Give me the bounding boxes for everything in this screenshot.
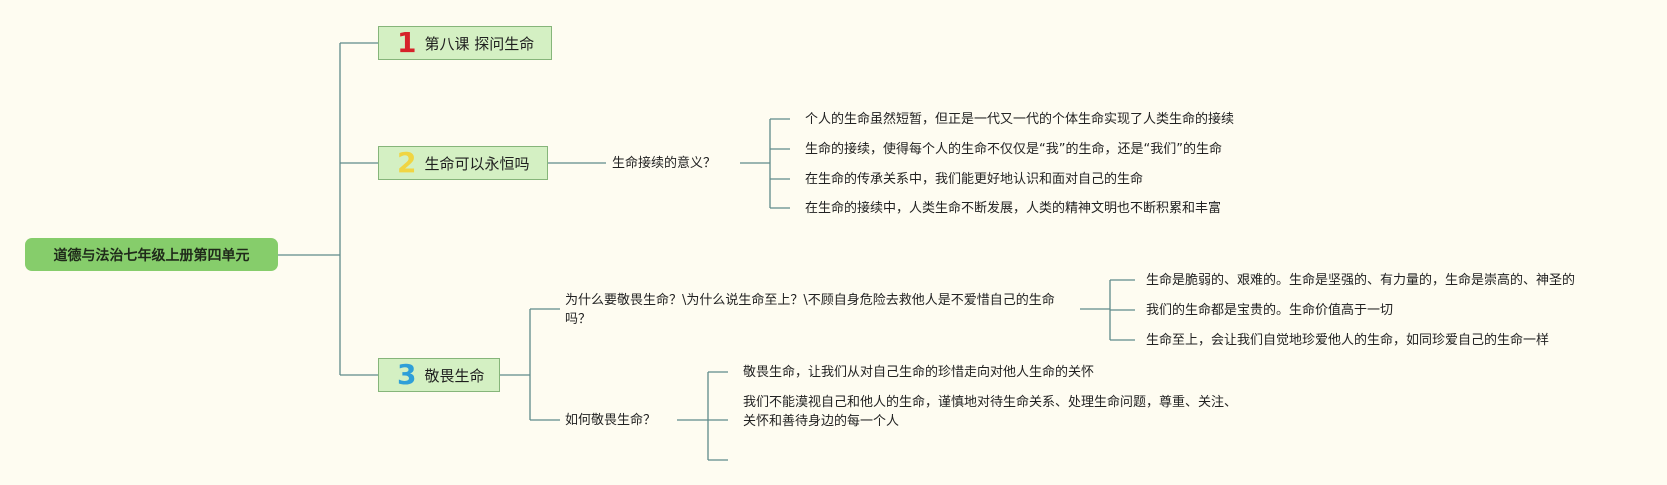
question-how-revere-life[interactable]: 如何敬畏生命？ — [565, 413, 657, 428]
q1-answer-node-2[interactable]: 我们的生命都是宝贵的。生命价值高于一切 — [1146, 303, 1394, 318]
answer-node-4[interactable]: 在生命的接续中，人类生命不断发展，人类的精神文明也不断积累和丰富 — [805, 201, 1222, 216]
question-life-continuation[interactable]: 生命接续的意义？ — [612, 156, 717, 171]
answer-node-1[interactable]: 个人的生命虽然短暂，但正是一代又一代的个体生命实现了人类生命的接续 — [805, 112, 1235, 127]
question-why-revere-life[interactable]: 为什么要敬畏生命？\为什么说生命至上？\不顾自身危险去救他人是不爱惜自己的生命吗… — [565, 293, 1055, 327]
q1-answer-node-3[interactable]: 生命至上，会让我们自觉地珍爱他人的生命，如同珍爱自己的生命一样 — [1146, 333, 1550, 348]
topic-label-3: 敬畏生命 — [424, 366, 485, 385]
number-badge-3: 3 — [397, 358, 417, 391]
root-node[interactable]: 道德与法治七年级上册第四单元 — [25, 238, 278, 271]
answer-node-2[interactable]: 生命的接续，使得每个人的生命不仅仅是“我”的生命，还是“我们”的生命 — [805, 142, 1222, 157]
number-badge-1: 1 — [397, 26, 417, 59]
q2-answer-node-1[interactable]: 敬畏生命，让我们从对自己生命的珍惜走向对他人生命的关怀 — [743, 365, 1095, 380]
answer-node-3[interactable]: 在生命的传承关系中，我们能更好地认识和面对自己的生命 — [805, 172, 1144, 187]
q2-answer-node-empty[interactable] — [743, 451, 783, 469]
topic-node-1[interactable]: 1 第八课 探问生命 — [378, 26, 552, 60]
topic-label-2: 生命可以永恒吗 — [424, 154, 530, 173]
topic-node-2[interactable]: 2 生命可以永恒吗 — [378, 146, 548, 180]
topic-node-3[interactable]: 3 敬畏生命 — [378, 358, 500, 392]
topic-label-1: 第八课 探问生命 — [424, 34, 535, 53]
number-badge-2: 2 — [397, 146, 417, 179]
q2-answer-node-2[interactable]: 我们不能漠视自己和他人的生命，谨慎地对待生命关系、处理生命问题，尊重、关注、关怀… — [743, 395, 1238, 429]
q1-answer-node-1[interactable]: 生命是脆弱的、艰难的。生命是坚强的、有力量的，生命是崇高的、神圣的 — [1146, 273, 1576, 288]
